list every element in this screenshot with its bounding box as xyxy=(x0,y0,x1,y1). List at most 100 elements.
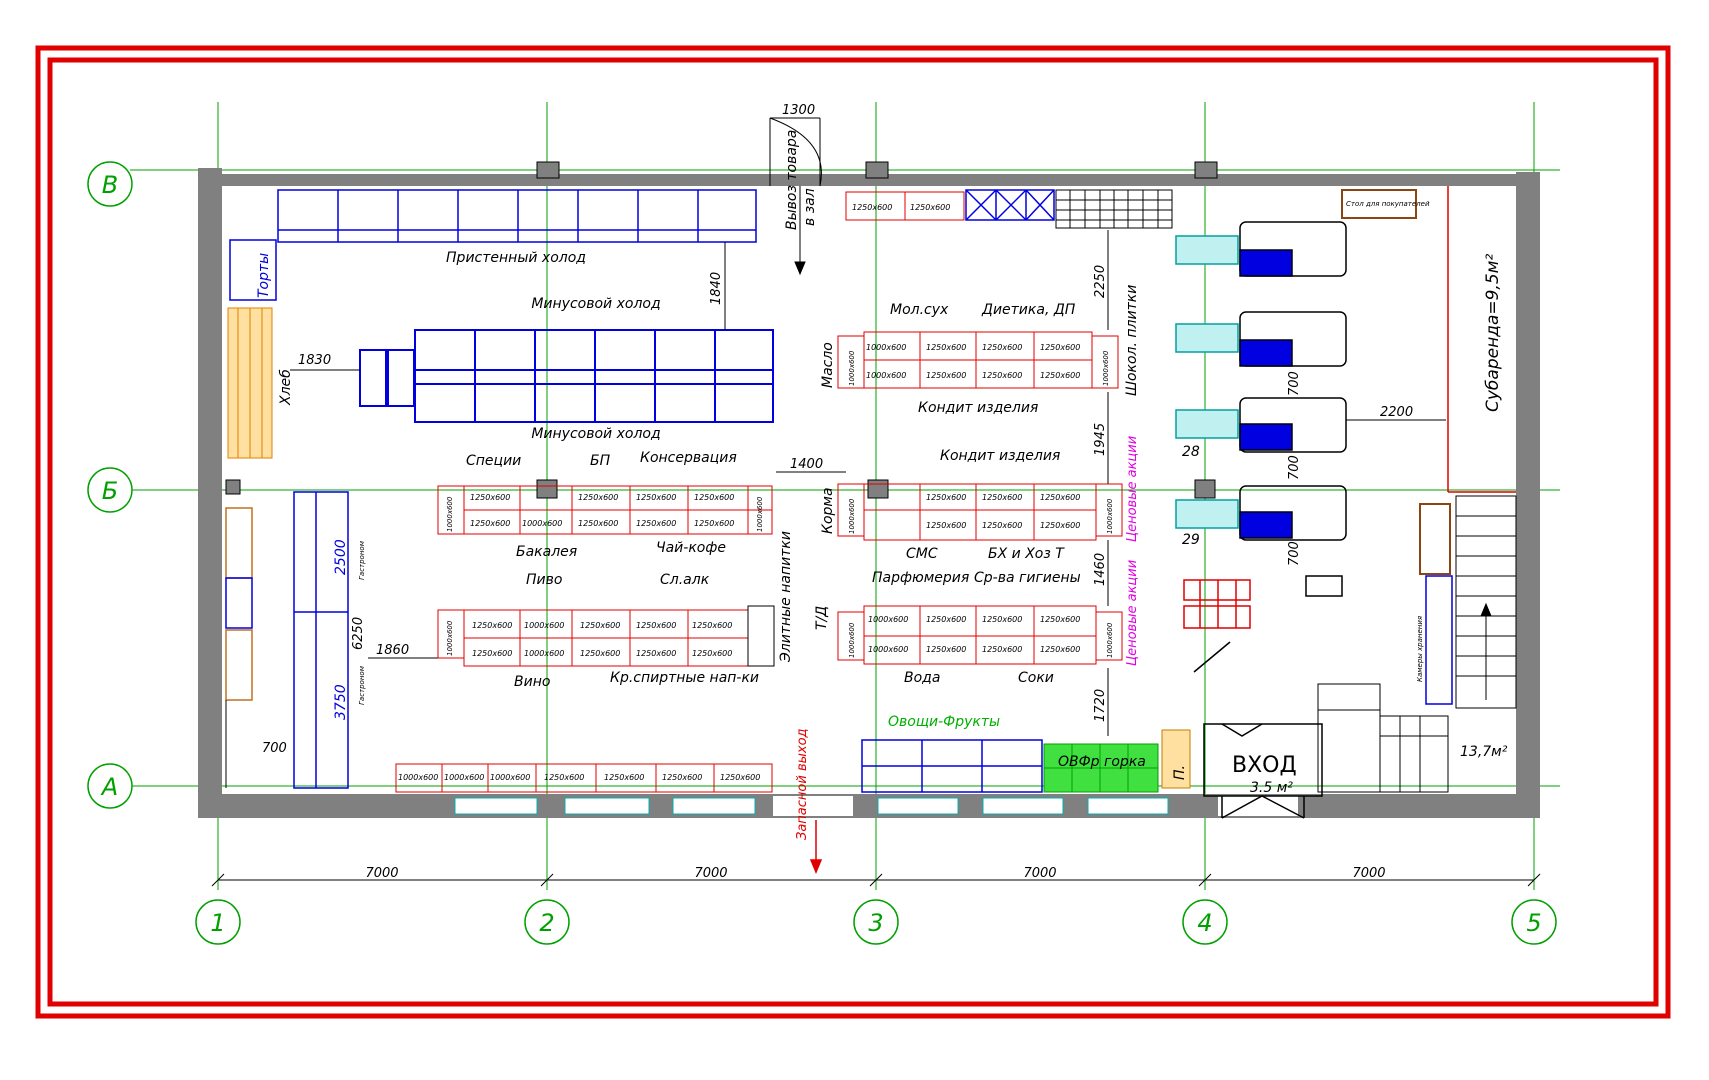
label-elitnye: Элитные напитки xyxy=(778,531,794,663)
shopping-carts xyxy=(1183,579,1251,629)
axis-label-b: Б xyxy=(102,477,118,505)
svg-text:1250х600: 1250х600 xyxy=(470,519,510,528)
storage-lockers xyxy=(1425,575,1453,705)
wall-cold-fridges xyxy=(229,189,757,301)
label-shokol: Шокол. плитки xyxy=(1124,285,1140,396)
dim-2250: 2250 xyxy=(1093,265,1108,298)
axis-label-5: 5 xyxy=(1526,909,1541,937)
sink-icon xyxy=(225,577,253,629)
dim-1300: 1300 xyxy=(782,103,815,118)
svg-text:1250х600: 1250х600 xyxy=(926,371,966,380)
label-vyvoz: Вывоз товара xyxy=(784,130,800,230)
dim-3750: 3750 xyxy=(333,684,349,720)
label-bkh: БХ и Хоз Т xyxy=(988,546,1065,562)
dim-700-left: 700 xyxy=(262,741,287,756)
label-bp: БП xyxy=(590,453,611,469)
backroom-equipment xyxy=(225,507,253,701)
shelf-row-2-end: 1000х600 xyxy=(446,620,454,656)
label-pivo: Пиво xyxy=(526,572,562,588)
svg-text:1250х600: 1250х600 xyxy=(580,621,620,630)
axis-label-a: А xyxy=(100,773,118,801)
label-konserv: Консервация xyxy=(640,450,737,466)
span-dim-1: 7000 xyxy=(365,866,398,881)
label-spetsii: Специи xyxy=(466,453,521,469)
label-gastronom-1: Гастроном xyxy=(358,540,366,580)
checkout-1 xyxy=(1175,221,1347,277)
label-chai: Чай-кофе xyxy=(656,540,726,556)
dim-700-3: 700 xyxy=(1287,541,1302,566)
shelf-row-2-labels: 1250х600 1250х600 1000х600 1000х600 1250… xyxy=(472,621,732,658)
label-subarenda: Субаренда=9,5м² xyxy=(1483,254,1503,412)
dim-1400: 1400 xyxy=(790,457,823,472)
shelf-row-1-end2: 1000х600 xyxy=(756,496,764,532)
shelf-row-3-end2: 1000х600 xyxy=(1102,350,1110,386)
small-stand xyxy=(1161,729,1191,789)
shelf-row-1-labels: 1250х600 1250х600 1000х600 1250х600 1250… xyxy=(470,493,734,528)
label-ovfr: ОВФр горка xyxy=(1058,754,1146,770)
svg-text:1250х600: 1250х600 xyxy=(1040,521,1080,530)
label-kondit-2: Кондит изделия xyxy=(940,448,1060,464)
elite-drinks-shelf xyxy=(747,605,775,667)
deli-counter xyxy=(293,491,349,789)
top-blue-cases xyxy=(965,189,1055,221)
vegetables-hill-grid xyxy=(1044,744,1158,792)
svg-text:1250х600: 1250х600 xyxy=(1040,493,1080,502)
shelf-row-3-labels: 1000х600 1000х600 1250х600 1250х600 1250… xyxy=(866,343,1080,380)
bottom-wall-shelf-labels: 1000х600 1000х600 1000х600 1250х600 1250… xyxy=(398,773,760,782)
label-kr-spirt: Кр.спиртные нап-ки xyxy=(610,670,759,686)
svg-text:1250х600: 1250х600 xyxy=(692,649,732,658)
label-kondit-1: Кондит изделия xyxy=(918,400,1038,416)
svg-text:1250х600: 1250х600 xyxy=(636,621,676,630)
shelf-row-1-end: 1000х600 xyxy=(446,496,454,532)
svg-text:1000х600: 1000х600 xyxy=(398,773,438,782)
emergency-exit-arrow xyxy=(809,820,823,874)
dim-700-2: 700 xyxy=(1287,455,1302,480)
svg-text:1250х600: 1250х600 xyxy=(694,519,734,528)
svg-text:1250х600: 1250х600 xyxy=(982,371,1022,380)
dim-1860: 1860 xyxy=(376,643,409,658)
checkout-4 xyxy=(1175,485,1347,541)
dim-6250: 6250 xyxy=(351,617,366,650)
axis-label-3: 3 xyxy=(868,909,883,937)
svg-text:1250х600: 1250х600 xyxy=(1040,645,1080,654)
svg-text:1250х600: 1250х600 xyxy=(720,773,760,782)
minus-cold-island xyxy=(359,329,774,423)
svg-text:1250х600: 1250х600 xyxy=(926,521,966,530)
label-28: 28 xyxy=(1182,444,1200,460)
label-zapasnoy: Запасной выход xyxy=(795,728,810,840)
svg-text:1250х600: 1250х600 xyxy=(636,649,676,658)
label-sms: СМС xyxy=(906,546,938,562)
shelf-row-4-labels: 1250х600 1250х600 1250х600 1250х600 1250… xyxy=(926,493,1080,530)
label-voda: Вода xyxy=(904,670,940,686)
svg-text:1250х600: 1250х600 xyxy=(636,493,676,502)
span-dim-4: 7000 xyxy=(1352,866,1385,881)
shelf-row-3-end: 1000х600 xyxy=(848,350,856,386)
label-v-zal: в зал xyxy=(802,188,818,226)
label-mol-sukh: Мол.сух xyxy=(890,302,949,318)
svg-text:1000х600: 1000х600 xyxy=(522,519,562,528)
delivery-door xyxy=(769,117,822,276)
label-vino: Вино xyxy=(514,674,550,690)
svg-text:1000х600: 1000х600 xyxy=(444,773,484,782)
svg-text:1000х600: 1000х600 xyxy=(868,645,908,654)
label-torty: Торты xyxy=(256,253,272,298)
label-dietika: Диетика, ДП xyxy=(981,302,1076,318)
bottom-wall-shelf xyxy=(395,763,773,793)
entrance-vestibule xyxy=(1203,723,1323,819)
svg-text:1250х600: 1250х600 xyxy=(544,773,584,782)
svg-text:1250х600: 1250х600 xyxy=(578,519,618,528)
shelf-row-5-labels: 1000х600 1000х600 1250х600 1250х600 1250… xyxy=(868,615,1080,654)
svg-text:1250х600: 1250х600 xyxy=(926,493,966,502)
svg-text:1250х600: 1250х600 xyxy=(604,773,644,782)
svg-text:1250х600: 1250х600 xyxy=(470,493,510,502)
vegetables-fridge xyxy=(861,739,1043,793)
svg-text:1250х600: 1250х600 xyxy=(692,621,732,630)
svg-text:1250х600: 1250х600 xyxy=(1040,615,1080,624)
label-gastronom-2: Гастроном xyxy=(358,665,366,705)
svg-text:1250х600: 1250х600 xyxy=(1040,343,1080,352)
shelf-row-1 xyxy=(437,485,773,535)
svg-text:1250х600: 1250х600 xyxy=(578,493,618,502)
shelf-row-3 xyxy=(837,331,1119,389)
bottom-dimension xyxy=(211,873,1541,887)
